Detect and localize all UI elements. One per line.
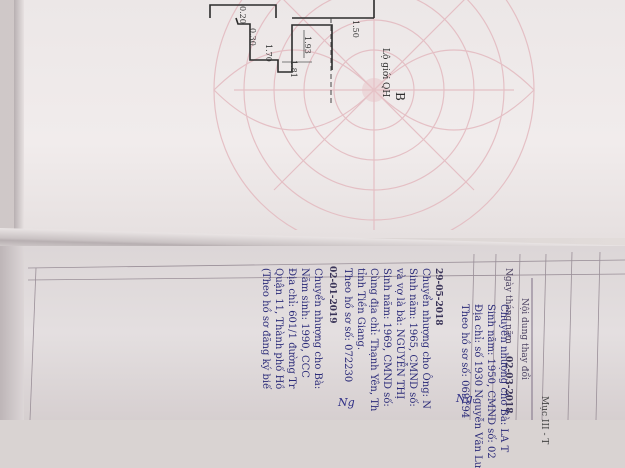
entry-line: tỉnh Tiền Giang. [355,268,366,351]
entry-line: Sinh năm: 1969, CMND số: [381,268,392,407]
entry-line: Sinh năm: 1950, CMND số: 02 [485,304,496,459]
dimension-label: 1.93 [303,36,312,54]
entry-line: Chuyển nhượng cho Ông: N [420,268,431,409]
dimension-label: 1.81 [289,60,298,78]
entry-line: Theo hồ sơ số: 072230 [342,268,353,383]
entry-line: Quận 11, Thành phố Hồ [273,268,284,390]
entry-line: Sinh năm: 1965, CMND số: [407,268,418,407]
section-label: Mục III - T [539,396,549,445]
table-page: Mục III - T Ngày tháng năm Nội dung thay… [0,246,625,468]
watermark-rosette-icon [213,0,535,230]
header-content: Nội dung thay đổi [519,298,529,380]
entry-line: Cùng địa chỉ: Thạnh Yên, Th [368,268,379,412]
handwritten-signature-icon: Ng [338,396,355,409]
map-page: 0.20 0.30 1.70 1.93 1.81 1.50 Lộ giới QH… [14,0,625,238]
dimension-label: 0.30 [248,28,257,46]
entry-line: Chuyển nhượng cho Bà: LA T [498,304,509,453]
land-plot-sketch [209,0,375,105]
dimension-label: 1.50 [351,20,360,38]
north-mark: B [393,92,407,101]
dimension-label: 1.70 [264,44,273,62]
entry-date: 02-01-2019 [327,266,337,324]
entry-line: Địa chỉ: số 1930 Nguyễn Văn Lư [472,304,483,468]
entry-line: (Theo hồ sơ đăng ký biế [260,268,271,390]
entry-line: Chuyển nhượng cho Bà: [312,268,323,390]
handwritten-signature-icon: Ng [456,392,473,405]
entry-line: Địa chỉ: 601/1 đường Tr [286,268,297,389]
entry-date: 29-05-2018 [433,268,443,326]
dimension-label: 0.20 [238,6,247,24]
entry-line: Năm sinh: 1990, CCC [299,268,310,378]
entry-line: và vợ là bà: NGUYỄN THỊ [394,268,405,400]
road-boundary-label: Lộ giới QH [380,48,390,98]
changes-table-grid [27,251,625,420]
